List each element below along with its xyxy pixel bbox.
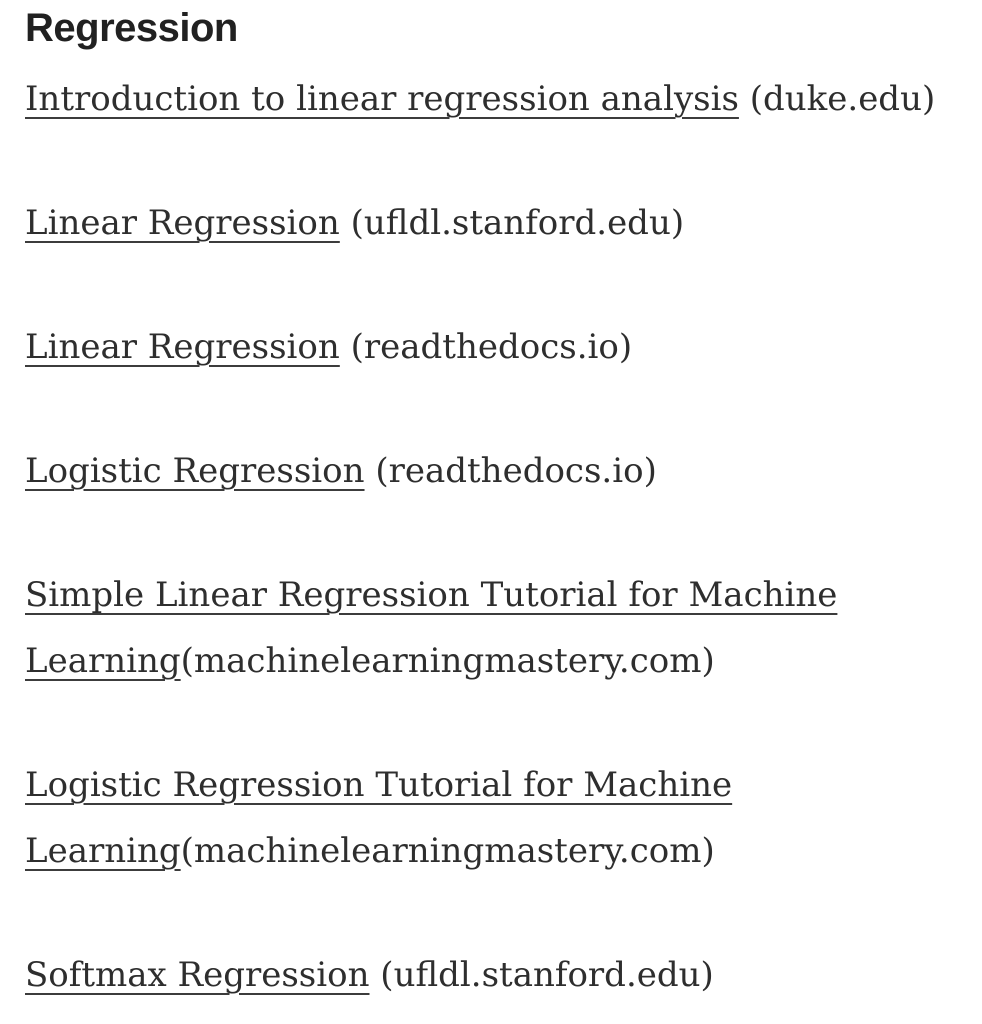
- resource-source: (machinelearningmastery.com): [180, 641, 715, 681]
- resource-entry: Linear Regression (ufldl.stanford.edu): [25, 190, 972, 256]
- resource-link[interactable]: Logistic Regression: [25, 451, 365, 491]
- resource-source: (duke.edu): [738, 79, 936, 119]
- resource-link[interactable]: Introduction to linear regression analys…: [25, 79, 739, 119]
- section-heading-regression: Regression: [25, 6, 238, 50]
- resource-entry: Logistic Regression (readthedocs.io): [25, 438, 972, 504]
- resource-link[interactable]: Softmax Regression: [25, 955, 370, 995]
- resource-source: (readthedocs.io): [364, 451, 657, 491]
- resource-link-list: Introduction to linear regression analys…: [25, 66, 972, 1008]
- resource-entry: Softmax Regression (ufldl.stanford.edu): [25, 942, 972, 1008]
- resource-source: (ufldl.stanford.edu): [369, 955, 714, 995]
- resource-source: (ufldl.stanford.edu): [339, 203, 685, 243]
- resource-link[interactable]: Linear Regression: [25, 327, 340, 367]
- resource-entry: Simple Linear Regression Tutorial for Ma…: [25, 562, 972, 694]
- resource-source: (machinelearningmastery.com): [180, 831, 715, 871]
- resource-entry: Linear Regression (readthedocs.io): [25, 314, 972, 380]
- resource-entry: Introduction to linear regression analys…: [25, 66, 972, 132]
- resource-source: (readthedocs.io): [339, 327, 633, 367]
- resource-link[interactable]: Logistic Regression Tutorial for Machine…: [25, 765, 733, 871]
- resource-link[interactable]: Linear Regression: [25, 203, 340, 243]
- resource-link[interactable]: Simple Linear Regression Tutorial for Ma…: [25, 575, 838, 681]
- resource-entry: Logistic Regression Tutorial for Machine…: [25, 752, 972, 884]
